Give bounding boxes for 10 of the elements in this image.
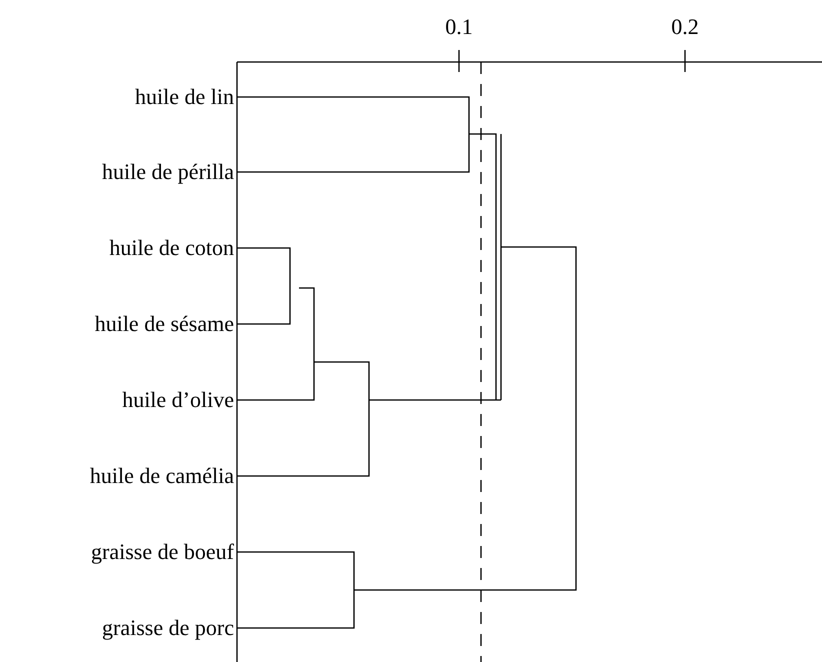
leaf-label: graisse de boeuf [91,541,234,563]
leaf-label: huile d’olive [122,389,234,411]
leaf-label: huile de sésame [94,313,234,335]
leaf-label: huile de périlla [102,161,234,183]
leaf-label: huile de lin [135,86,234,108]
leaf-label: huile de camélia [90,465,234,487]
leaf-label: huile de coton [109,237,234,259]
tick-label: 0.2 [671,16,699,38]
tick-label: 0.1 [445,16,473,38]
leaf-label: graisse de porc [102,617,234,639]
